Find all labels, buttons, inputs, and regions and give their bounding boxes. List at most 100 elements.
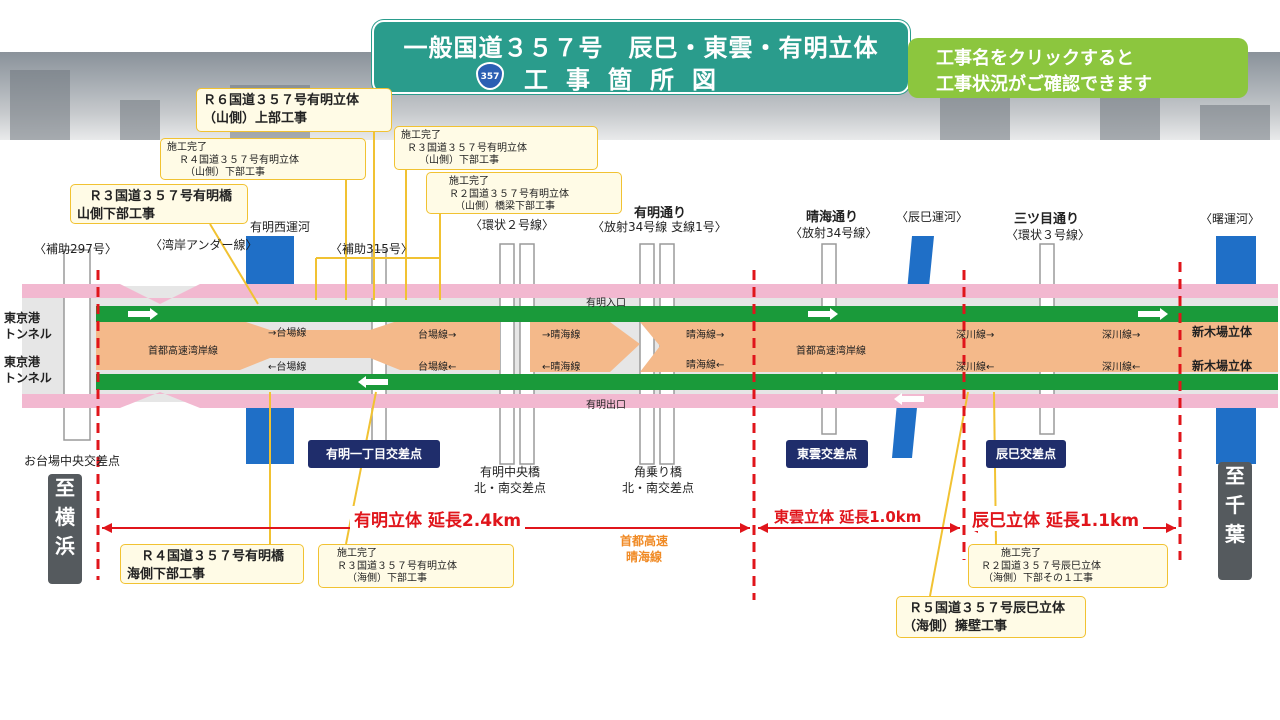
callout-done: 施工完了 (167, 142, 207, 153)
lane-daiba-down2: 台場線← (418, 362, 457, 373)
tunnel-right-top: 新木場立体 (1192, 325, 1253, 339)
lane-ariake-out: 有明出口 (586, 400, 626, 411)
direction-chiba: 至 千 葉 (1218, 462, 1252, 580)
callout-r4-yama-kabu[interactable]: 施工完了 Ｒ４国道３５７号有明立体 （山側）下部工事 (160, 138, 366, 180)
callout-line: （山側）橋梁下部工事 (455, 201, 555, 212)
route357-westbound (96, 374, 1278, 390)
road-wangan-under: 〈湾岸アンダー線〉 (150, 238, 258, 252)
callout-line: （海側）擁壁工事 (903, 618, 1008, 634)
arrow-east-3 (1138, 308, 1168, 320)
callout-line: （海側）下部工事 (347, 573, 427, 584)
road-ariake-nishi-unga: 有明西運河 (250, 220, 311, 234)
lane-ariake-in: 有明入口 (586, 298, 626, 309)
lane-fukagawa-down: 深川線← (956, 362, 995, 373)
road-hosha34: 〈放射34号線〉 (790, 226, 878, 240)
arrowhead-a-l (102, 523, 112, 533)
callout-r6-yama-jobu[interactable]: Ｒ６国道３５７号有明立体 （山側）上部工事 (196, 88, 392, 132)
length-shinonome: 東雲立体 延長1.0km (770, 506, 926, 527)
expressway-wangan-west (96, 320, 500, 370)
road-hojo315: 〈補助315号〉 (330, 242, 413, 256)
leader-bracket (315, 257, 440, 300)
callout-done: 施工完了 (337, 548, 377, 559)
callout-r3-yama-kabu[interactable]: 施工完了 Ｒ３国道３５７号有明立体 （山側）下部工事 (394, 126, 598, 170)
callout-done: 施工完了 (1001, 548, 1041, 559)
hint-banner: 工事名をクリックすると 工事状況がご確認できます (908, 38, 1248, 98)
callout-r5-tatsumi[interactable]: Ｒ５国道３５７号辰巳立体 （海側）擁壁工事 (896, 596, 1086, 638)
road-harumi-dori: 晴海通り (806, 210, 859, 225)
route-357-shield-icon: 357 (476, 62, 504, 90)
tunnel-left-top: 東京港 トンネル (4, 311, 52, 342)
callout-line: Ｒ３国道３５７号有明橋 (89, 189, 233, 204)
callout-r2-tatsumi[interactable]: 施工完了 Ｒ２国道３５７号辰巳立体 （海側）下部その１工事 (968, 544, 1168, 588)
road-hosha34-shisen1: 〈放射34号線 支線1号〉 (592, 220, 727, 234)
lane-harumi-up: →晴海線 (542, 330, 581, 341)
callout-r3-umi-kabu[interactable]: 施工完了 Ｒ３国道３５７号有明立体 （海側）下部工事 (318, 544, 514, 588)
callout-line: Ｒ４国道３５７号有明橋 (141, 549, 285, 564)
callout-line: 山側下部工事 (77, 206, 156, 222)
callout-r3-ariake-bashi[interactable]: Ｒ３国道３５７号有明橋 山側下部工事 (70, 184, 248, 224)
title-line1: 一般国道３５７号 辰巳・東雲・有明立体 (403, 34, 879, 62)
cross-hojo297 (63, 249, 91, 441)
arrowhead-s-l (758, 523, 768, 533)
title-banner: 一般国道３５７号 辰巳・東雲・有明立体 357 工事箇所図 (372, 20, 910, 94)
arrow-west-1 (358, 376, 388, 388)
title-line2: 工事箇所図 (524, 66, 734, 94)
arrow-east-1 (128, 308, 158, 320)
lane-daiba-up2: 台場線→ (418, 330, 457, 341)
leader-r3-bashi (209, 223, 259, 305)
direction-yokohama: 至 横 浜 (48, 474, 82, 584)
expressway-harumi-split (530, 322, 640, 372)
callout-line: （海側）下部その１工事 (983, 573, 1093, 584)
callout-line: （山側）下部工事 (185, 167, 265, 178)
lane-daiba-down: ←台場線 (268, 362, 307, 373)
intersection-tatsumi: 辰巳交差点 (986, 440, 1066, 468)
lane-daiba-up: →台場線 (268, 328, 307, 339)
callout-done: 施工完了 (401, 130, 441, 141)
callout-r4-ariake-bashi-umi[interactable]: Ｒ４国道３５７号有明橋 海側下部工事 (120, 544, 304, 584)
lane-wangan: 首都高速湾岸線 (148, 346, 218, 357)
hint-line1: 工事名をクリックすると (936, 48, 1134, 69)
arrow-east-2 (808, 308, 838, 320)
leader-r5 (929, 391, 969, 597)
route357-eastbound (96, 306, 1278, 322)
lane-fukagawa-down2: 深川線← (1102, 362, 1141, 373)
intersection-tsunonori: 角乗り橋 北・南交差点 (622, 465, 695, 496)
road-tatsumi-unga: 〈辰巳運河〉 (896, 210, 969, 224)
shuto-harumi-label: 首都高速 晴海線 (620, 534, 669, 564)
road-mitsume-dori: 三ツ目通り (1014, 212, 1080, 227)
arrow-west-2 (894, 393, 924, 405)
arrowhead-s-r (950, 523, 960, 533)
intersection-shinonome: 東雲交差点 (786, 440, 868, 468)
callout-line: Ｒ２国道３５７号有明立体 (449, 188, 569, 200)
intersection-odaiba: お台場中央交差点 (24, 454, 121, 468)
cross-kakunori-1 (639, 243, 655, 465)
callout-line: （山側）上部工事 (203, 110, 308, 126)
callout-done: 施工完了 (449, 176, 489, 187)
callout-line: Ｒ２国道３５７号辰巳立体 (981, 560, 1101, 572)
expressway-wangan-east (640, 322, 1278, 372)
callout-line: Ｒ３国道３５７号有明立体 (337, 560, 457, 572)
length-tatsumi: 辰巳立体 延長1.1km (968, 506, 1144, 531)
road-ariake-dori: 有明通り (634, 206, 687, 221)
callout-line: Ｒ３国道３５７号有明立体 (407, 142, 527, 154)
lane-harumi-down: ←晴海線 (542, 362, 581, 373)
lane-fukagawa-up: 深川線→ (956, 330, 995, 341)
tunnel-right-bottom: 新木場立体 (1192, 359, 1253, 373)
arrowhead-a-r (740, 523, 750, 533)
road-hojo297: 〈補助297号〉 (34, 242, 117, 256)
lane-harumi-down2: 晴海線← (686, 360, 725, 371)
lane-fukagawa-up2: 深川線→ (1102, 330, 1141, 341)
callout-r2-yama-kyoryo[interactable]: 施工完了 Ｒ２国道３５７号有明立体 （山側）橋梁下部工事 (426, 172, 622, 214)
callout-line: 海側下部工事 (127, 566, 206, 582)
surface-road-south (22, 392, 1278, 408)
callout-line: Ｒ６国道３５７号有明立体 (203, 93, 360, 108)
lane-wangan2: 首都高速湾岸線 (796, 346, 866, 357)
callout-line: Ｒ４国道３５７号有明立体 (179, 154, 299, 166)
length-ariake: 有明立体 延長2.4km (350, 506, 526, 531)
hint-line2: 工事状況がご確認できます (936, 74, 1152, 95)
road-akebono-unga: 〈曙運河〉 (1200, 212, 1261, 226)
callout-line: （山側）下部工事 (419, 155, 499, 166)
arrowhead-t-r (1166, 523, 1176, 533)
cross-ariake-dori-1 (499, 243, 515, 465)
